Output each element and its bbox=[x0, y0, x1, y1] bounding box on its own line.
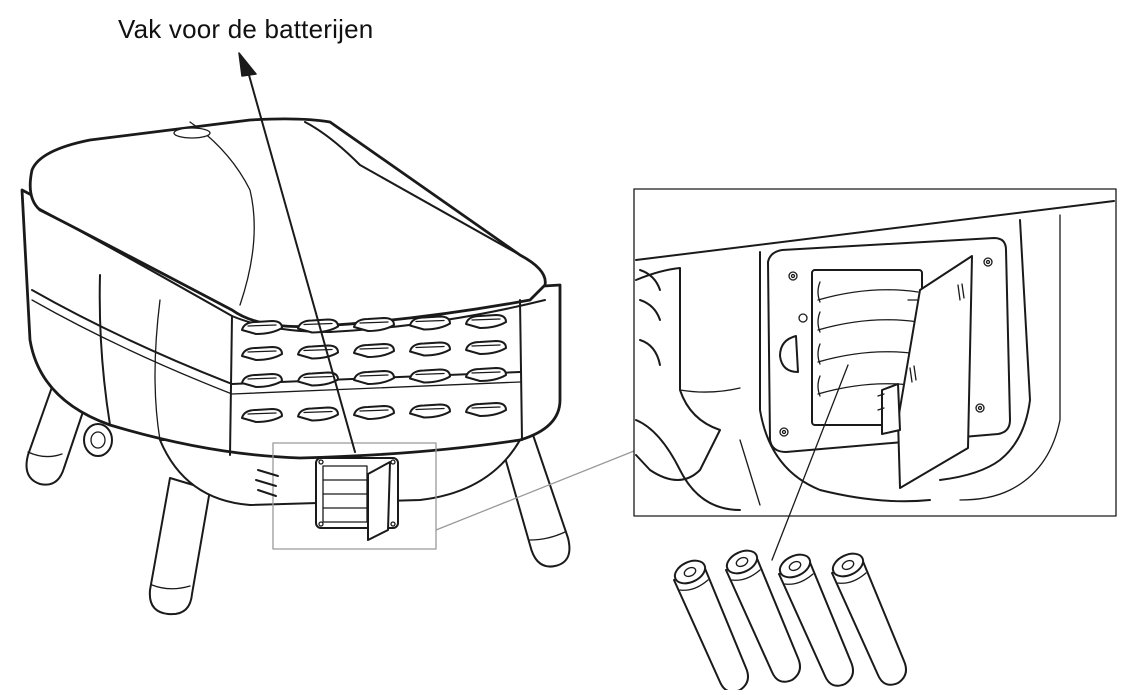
vent-slot-inner bbox=[471, 406, 501, 409]
vent-slot bbox=[465, 340, 507, 355]
battery-compartment-label: Vak voor de batterijen bbox=[118, 14, 374, 44]
vent-slot bbox=[409, 315, 451, 331]
inset-box-small bbox=[255, 442, 437, 550]
compartment-cover bbox=[897, 255, 973, 489]
vent-slot-inner bbox=[247, 324, 277, 327]
vent-slot bbox=[241, 408, 283, 423]
aa-battery bbox=[831, 552, 907, 686]
aa-battery bbox=[725, 549, 801, 683]
vent-slot-inner bbox=[359, 374, 389, 377]
callout-arrow bbox=[238, 52, 356, 453]
vent-slot-inner bbox=[359, 321, 389, 324]
zoom-frame bbox=[633, 188, 1117, 517]
inset-box-zoom bbox=[633, 188, 1117, 517]
vent-slot-inner bbox=[471, 371, 501, 374]
vent-slot-inner bbox=[359, 347, 389, 350]
vent-slot-inner bbox=[247, 377, 277, 380]
vent-slot-inner bbox=[415, 345, 445, 349]
vent-slots bbox=[241, 314, 507, 423]
aa-battery bbox=[778, 553, 854, 687]
vent-slot bbox=[465, 402, 507, 417]
battery-button bbox=[779, 335, 799, 373]
aa-batteries bbox=[673, 549, 907, 693]
vent-slot bbox=[465, 367, 507, 382]
aa-battery bbox=[673, 559, 749, 693]
vent-slot bbox=[241, 320, 283, 335]
inset-connector-lower bbox=[435, 450, 635, 531]
vent-slot-inner bbox=[303, 348, 333, 352]
vent-slot-inner bbox=[471, 344, 501, 347]
vent-slot bbox=[297, 406, 339, 422]
vent-slot bbox=[353, 405, 395, 420]
vent-slot-inner bbox=[247, 350, 277, 353]
vent-slot-inner bbox=[303, 410, 333, 414]
vent-slot bbox=[409, 341, 451, 357]
vent-slot bbox=[297, 371, 339, 387]
vent-slot bbox=[241, 373, 283, 388]
vent-slot-inner bbox=[471, 318, 501, 321]
vent-slot-inner bbox=[415, 407, 445, 411]
vent-slot bbox=[409, 368, 451, 384]
vent-slot bbox=[297, 318, 339, 334]
vent-slot-inner bbox=[303, 375, 333, 379]
vent-slot bbox=[409, 403, 451, 419]
vent-slot bbox=[353, 370, 395, 385]
device-legs bbox=[25, 369, 571, 616]
vent-slot-inner bbox=[359, 409, 389, 412]
vent-slot-inner bbox=[247, 412, 277, 415]
vent-slot bbox=[241, 346, 283, 361]
vent-slot-inner bbox=[415, 372, 445, 376]
vent-slot-inner bbox=[415, 319, 445, 323]
battery-pointer-line bbox=[771, 364, 849, 561]
device-body bbox=[20, 117, 562, 506]
vent-slot bbox=[353, 317, 395, 332]
vent-slot bbox=[353, 343, 395, 358]
leg-front-right bbox=[499, 431, 571, 568]
vent-slot bbox=[465, 314, 507, 329]
leg-front-left bbox=[148, 477, 211, 616]
